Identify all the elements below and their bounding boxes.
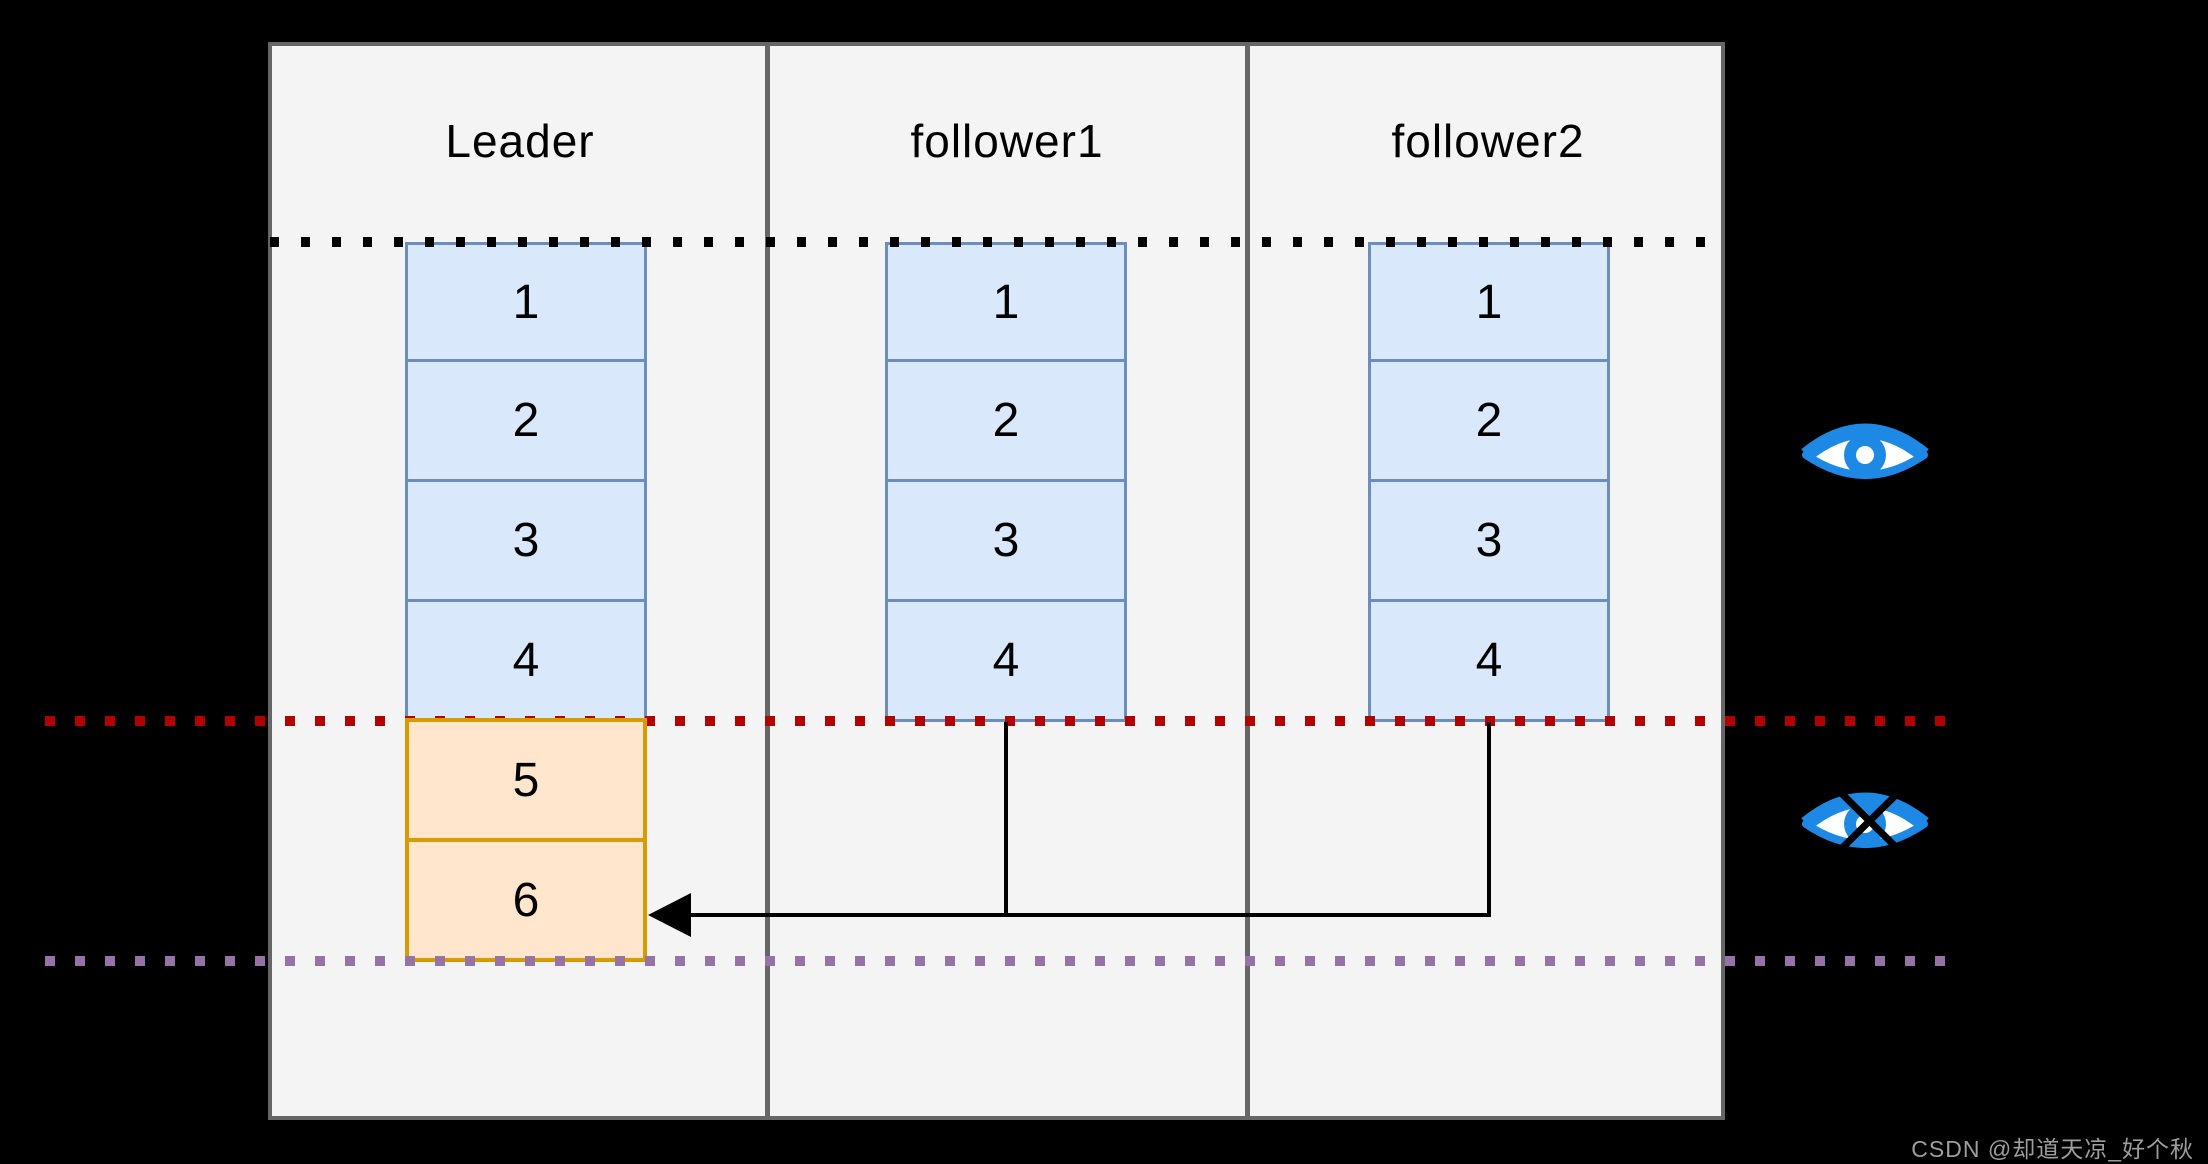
csdn-watermark: CSDN @却道天凉_好个秋	[1911, 1136, 2194, 1162]
follower2-log-stack: 1 2 3 4	[1368, 242, 1610, 722]
log-entry-uncommitted: 6	[405, 838, 647, 962]
log-entry: 2	[885, 359, 1127, 482]
eye-crossed-icon	[1801, 786, 1929, 856]
log-entry: 1	[1368, 242, 1610, 362]
column-divider	[765, 46, 770, 1116]
column-title-follower1: follower1	[910, 115, 1104, 167]
log-entry-uncommitted: 5	[405, 718, 647, 842]
column-title-leader: Leader	[445, 115, 595, 167]
log-entry: 3	[885, 479, 1127, 602]
leader-uncommitted-stack: 5 6	[405, 718, 647, 962]
log-entry: 3	[1368, 479, 1610, 602]
log-entry: 1	[405, 242, 647, 362]
log-entry: 2	[1368, 359, 1610, 482]
column-title-follower2: follower2	[1391, 115, 1585, 167]
log-entry: 1	[885, 242, 1127, 362]
eye-visible-icon	[1801, 423, 1929, 479]
log-entry: 3	[405, 479, 647, 602]
leader-log-stack: 1 2 3 4	[405, 242, 647, 722]
log-entry: 4	[405, 599, 647, 722]
log-entry: 4	[1368, 599, 1610, 722]
column-divider	[1245, 46, 1250, 1116]
log-entry: 2	[405, 359, 647, 482]
log-entry: 4	[885, 599, 1127, 722]
follower1-log-stack: 1 2 3 4	[885, 242, 1127, 722]
